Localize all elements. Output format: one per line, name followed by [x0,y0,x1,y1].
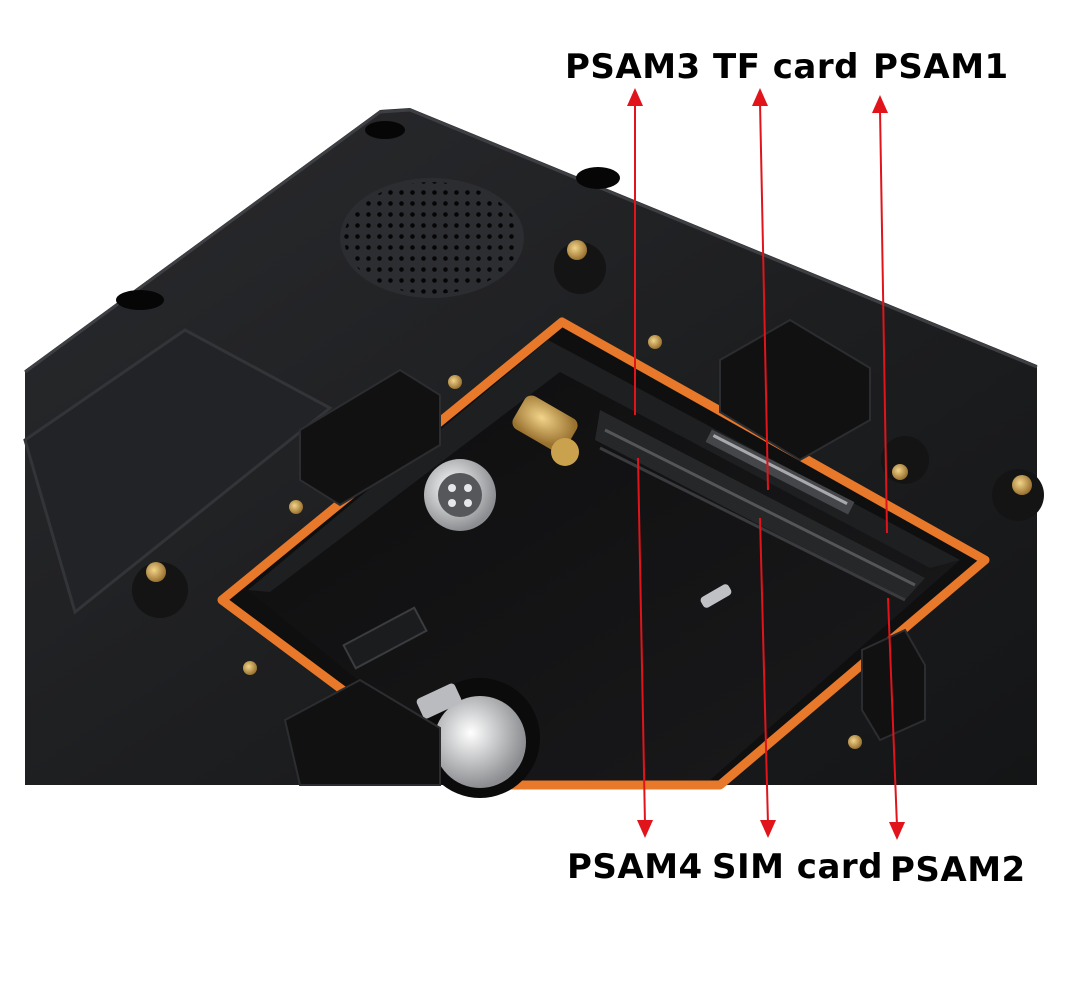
mount-hole [365,121,405,139]
arrow-sim-card [759,517,776,838]
coin-battery-cell [434,696,526,788]
arrow-psam1-shaft [879,108,888,534]
label-psam3: PSAM3 [565,47,701,87]
device-edge-highlight [24,108,1038,374]
label-sim-card: SIM card [712,847,884,887]
card-slot-line [604,428,916,587]
label-psam2: PSAM2 [890,850,1026,890]
speaker-grille-holes [344,182,520,294]
arrow-psam2 [887,597,905,840]
label-psam4: PSAM4 [567,847,703,887]
label-tf-card: TF card [713,47,859,87]
mount-hole [576,167,620,189]
card-slot-line [599,446,906,602]
arrow-psam2-head [889,822,905,840]
aviation-plug-inner [438,473,482,517]
micro-port [700,584,732,608]
arrow-psam4 [637,457,653,838]
aviation-plug-pin [448,499,456,507]
sma-connector-icon [512,395,578,453]
mount-hole [116,290,164,310]
arrow-psam1-head [872,95,888,113]
ribbon-connector [342,606,428,670]
arrow-sim-card-shaft [759,517,769,825]
aviation-plug-pin [464,499,472,507]
brass-inserts [146,240,1032,749]
card-holder-highlight [712,434,848,505]
aviation-plug-pin [464,484,472,492]
battery-cover [23,328,333,615]
label-psam1: PSAM1 [873,47,1009,87]
arrow-tf-card-head [752,88,768,106]
arrow-psam1 [872,95,888,534]
sma-connector-tip [551,438,579,466]
aviation-plug-pin [448,484,456,492]
annotation-arrows [627,88,905,840]
arrow-sim-card-head [760,820,776,838]
arrow-psam3 [627,88,643,415]
arrow-psam2-shaft [887,597,898,827]
cavity-wall [248,340,960,592]
arrow-tf-card-shaft [759,101,769,491]
card-slot-stack [595,410,925,600]
arrow-psam4-head [637,820,653,838]
arrow-psam3-head [627,88,643,106]
mount-bosses [132,242,1044,786]
arrow-tf-card [752,88,769,491]
coin-battery-clip [416,683,462,719]
arrow-psam4-shaft [637,457,646,825]
